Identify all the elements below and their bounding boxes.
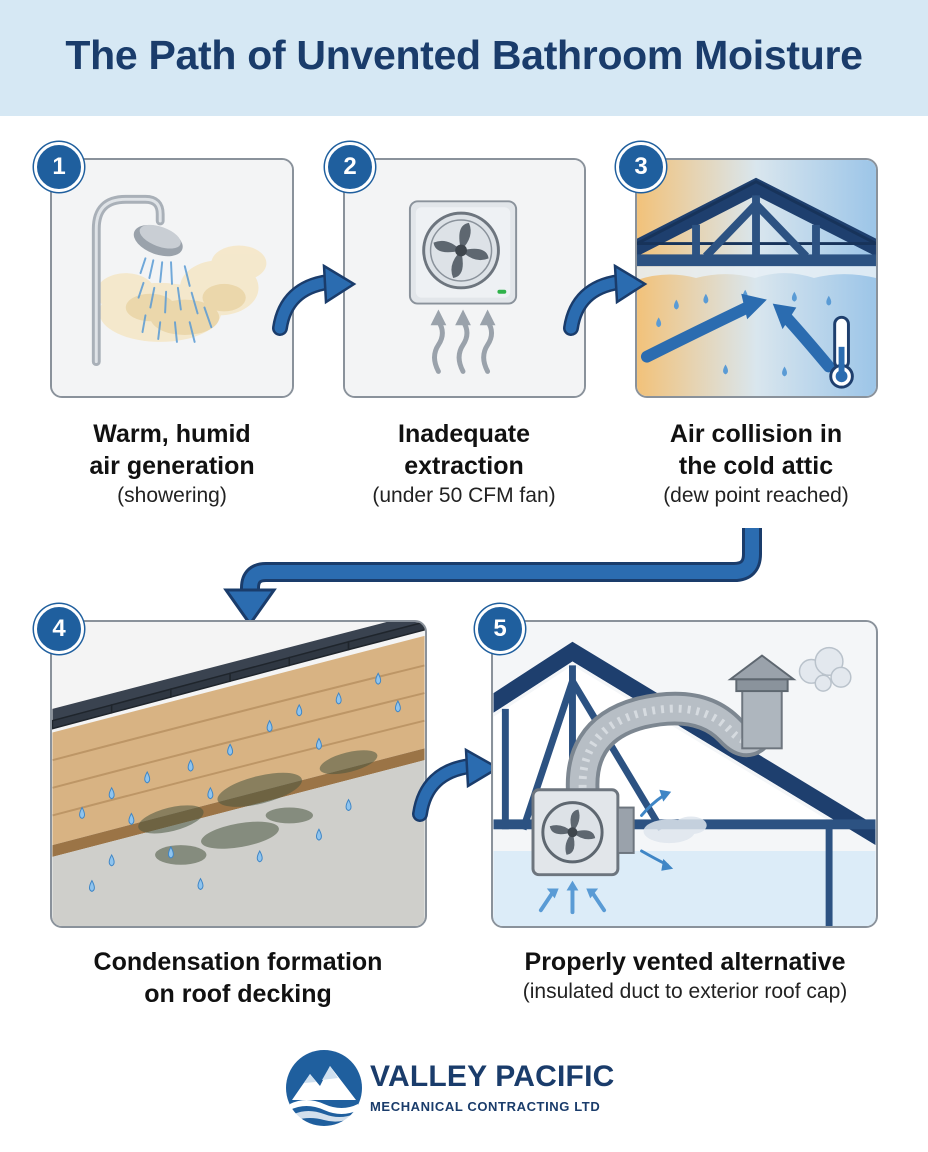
step-1-caption: Warm, humid air generation (showering) [22, 418, 322, 510]
roof-decking-icon [52, 622, 425, 926]
step-5-note: (insulated duct to exterior roof cap) [522, 980, 848, 1003]
brand-name: VALLEY PACIFIC [370, 1060, 615, 1093]
step-1-note: (showering) [117, 484, 227, 507]
step-1-heading-line2: air generation [89, 452, 255, 480]
flow-arrow-4-to-5 [412, 747, 501, 822]
step-3-badge: 3 [616, 142, 666, 192]
step-3-panel [635, 158, 878, 398]
brand-tagline: MECHANICAL CONTRACTING LTD [370, 1099, 601, 1114]
step-2-note: (under 50 CFM fan) [372, 484, 556, 507]
step-5-caption: Properly vented alternative (insulated d… [470, 946, 900, 1006]
step-1-heading-line1: Warm, humid [93, 420, 251, 448]
title-banner [0, 0, 928, 116]
step-2-caption: Inadequate extraction (under 50 CFM fan) [314, 418, 614, 510]
attic-truss-icon [637, 160, 876, 396]
step-4-caption: Condensation formation on roof decking [40, 946, 436, 1010]
flow-arrow-1-to-2 [272, 263, 357, 336]
step-4-heading-line2: on roof decking [144, 980, 332, 1008]
step-2-badge: 2 [325, 142, 375, 192]
page-title: The Path of Unvented Bathroom Moisture [65, 32, 863, 78]
exhaust-fan-icon [345, 160, 584, 396]
step-3-note: (dew point reached) [663, 484, 849, 507]
step-5-panel [491, 620, 878, 928]
step-3-heading-line2: the cold attic [678, 452, 834, 480]
step-2-heading-line2: extraction [404, 452, 524, 480]
step-5-badge: 5 [475, 604, 525, 654]
step-2-panel [343, 158, 586, 398]
roof-cap-icon [493, 622, 876, 926]
flow-arrow-2-to-3 [563, 263, 648, 336]
step-3-caption: Air collision in the cold attic (dew poi… [606, 418, 906, 510]
step-3-heading-line1: Air collision in [669, 420, 843, 448]
step-4-heading-line1: Condensation formation [93, 948, 383, 976]
step-4-panel [50, 620, 427, 928]
step-2-heading-line1: Inadequate [398, 420, 530, 448]
step-4-badge: 4 [34, 604, 84, 654]
step-1-badge: 1 [34, 142, 84, 192]
flow-arrow-3-to-4 [223, 528, 762, 627]
mountain-logo-icon [286, 1050, 362, 1126]
thermometer-icon [829, 315, 854, 389]
step-1-panel [50, 158, 294, 398]
shower-icon [52, 160, 292, 396]
step-5-heading-line1: Properly vented alternative [524, 948, 846, 976]
